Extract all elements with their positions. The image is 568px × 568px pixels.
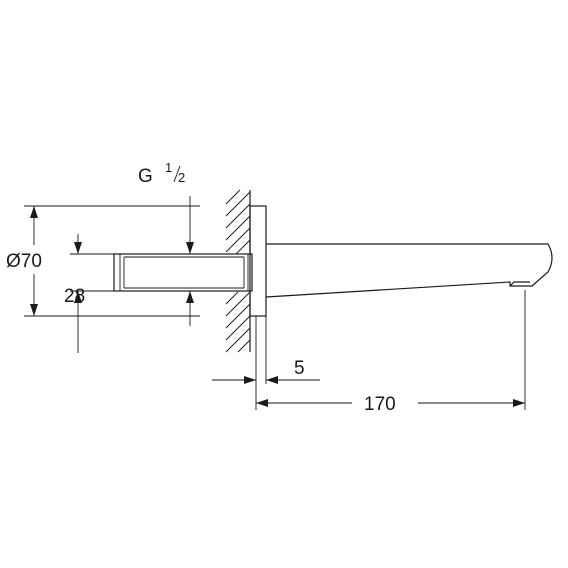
dimension-height-28 [70, 234, 114, 353]
dimension-thickness-5 [212, 316, 320, 410]
spout-body [265, 243, 553, 298]
thread-fraction-numerator: 1 [165, 160, 172, 175]
thread-fraction-slash [173, 165, 181, 183]
diameter-70-label: Ø70 [6, 251, 42, 272]
thread-fraction-denominator: 2 [178, 170, 185, 185]
threaded-connector [113, 253, 253, 292]
dimension-length-170 [256, 290, 526, 410]
thickness-5-label: 5 [294, 358, 305, 379]
length-170-label: 170 [364, 394, 396, 415]
wall-hatching-upper [225, 189, 251, 255]
thread-g-label: G [138, 166, 153, 187]
height-28-label: 28 [64, 286, 85, 307]
dimension-diameter-70 [24, 205, 200, 317]
wall-hatching-lower [225, 291, 251, 353]
thread-callout [186, 196, 194, 326]
wall-rosette [249, 205, 267, 317]
